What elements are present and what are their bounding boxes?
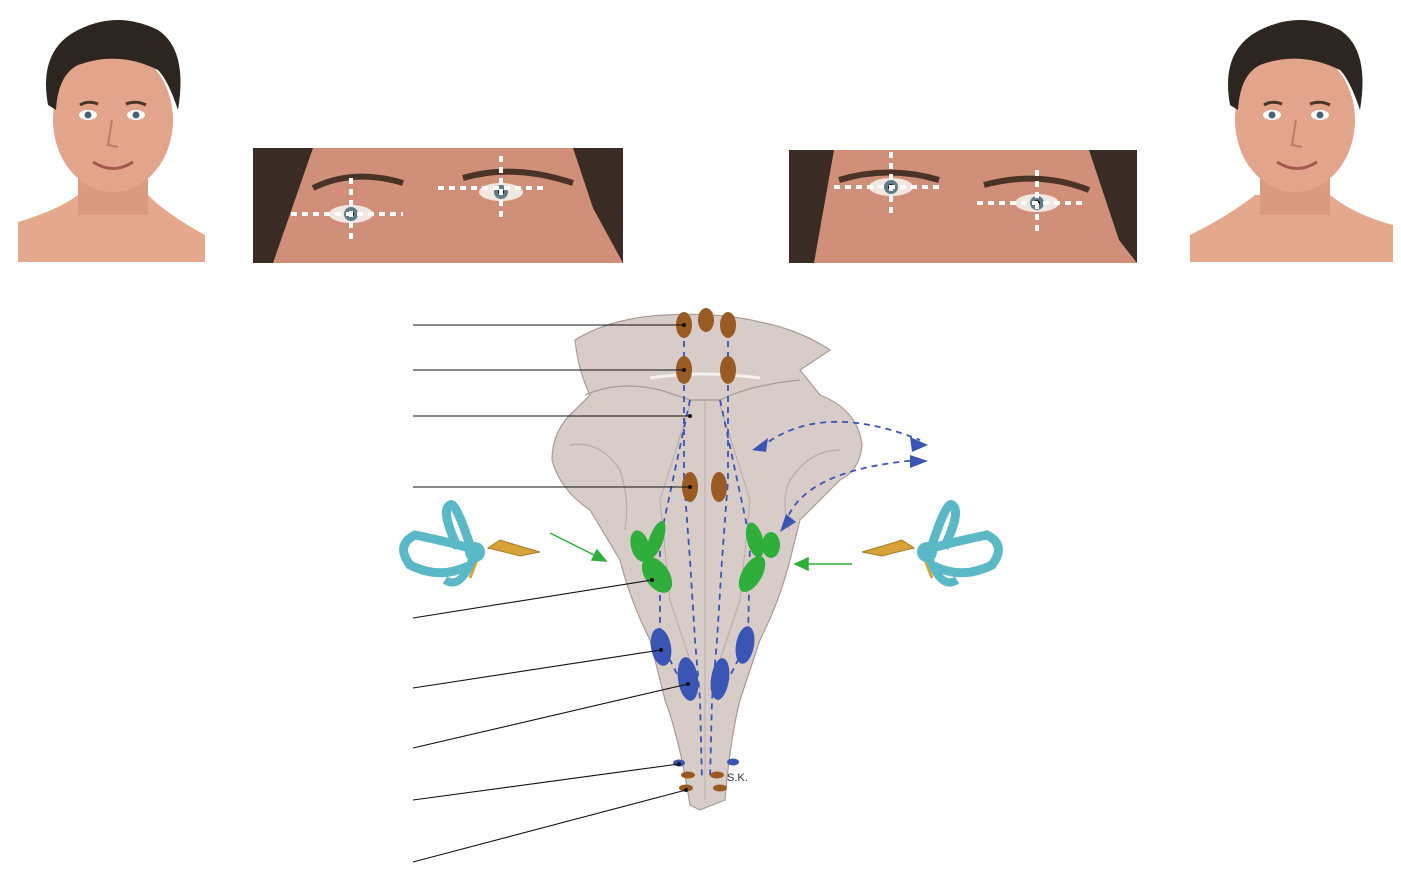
cervical-nucleus-right-lower bbox=[713, 784, 727, 792]
vestibular-nucleus-left-c bbox=[641, 557, 673, 593]
leader-dot bbox=[682, 323, 686, 327]
trochlear-nucleus-right bbox=[720, 356, 736, 384]
leader-dot bbox=[677, 762, 681, 766]
leader-dot bbox=[686, 682, 690, 686]
mlf-pathway-lines bbox=[659, 330, 921, 781]
arrowhead-icon bbox=[910, 437, 928, 452]
cervical-nucleus-left-lower bbox=[679, 784, 693, 792]
leader-line-6 bbox=[412, 649, 662, 689]
eyes-photo-right bbox=[789, 150, 1137, 263]
arrowhead-icon bbox=[910, 455, 928, 468]
face-photo-right bbox=[1190, 10, 1393, 262]
leader-dot bbox=[688, 485, 692, 489]
vestibular-nucleus-left-a bbox=[630, 530, 650, 562]
leader-line-9 bbox=[412, 789, 687, 863]
artist-initials: S.K. bbox=[727, 772, 748, 784]
abducens-nucleus-right bbox=[711, 472, 727, 502]
arrowhead-icon bbox=[752, 438, 768, 452]
oculomotor-nucleus-right bbox=[720, 312, 736, 338]
leader-line-7 bbox=[412, 683, 689, 749]
cervical-nucleus-left-upper bbox=[681, 771, 695, 779]
inner-ear-right bbox=[861, 500, 1003, 587]
vestibular-nucleus-left-b bbox=[646, 521, 666, 559]
abducens-nucleus-left bbox=[682, 472, 698, 502]
leader-dot bbox=[659, 648, 663, 652]
trochlear-nucleus-left bbox=[676, 356, 692, 384]
leader-dot bbox=[682, 368, 686, 372]
leader-dot bbox=[688, 414, 692, 418]
inner-ear-left bbox=[399, 500, 541, 587]
oculomotor-nucleus-median bbox=[698, 308, 714, 332]
cervical-blue-nucleus-right bbox=[727, 758, 739, 766]
brainstem-icon bbox=[551, 313, 863, 811]
pathway-arrowheads bbox=[752, 437, 928, 532]
eyes-crosshair-icon bbox=[789, 150, 1137, 263]
medulla-nucleus-left-outer bbox=[650, 628, 672, 666]
inner-ear-icon bbox=[399, 500, 1003, 587]
leader-dot bbox=[650, 578, 654, 582]
leader-dot bbox=[684, 788, 688, 792]
medulla-nucleus-right-inner bbox=[710, 658, 730, 700]
medulla-nucleus-right-outer bbox=[735, 626, 755, 664]
face-photo-icon bbox=[18, 10, 205, 262]
vestibular-input-arrow-left bbox=[549, 532, 597, 557]
leader-line-5 bbox=[412, 579, 653, 619]
vestibular-nucleus-right-a bbox=[745, 522, 765, 558]
cervical-nucleus-right-upper bbox=[710, 771, 724, 779]
oculomotor-nucleus-left bbox=[676, 312, 692, 338]
face-photo-left bbox=[18, 10, 205, 262]
leader-line-8 bbox=[412, 763, 680, 801]
cervical-blue-nucleus-left bbox=[673, 759, 685, 767]
eyes-photo-left bbox=[253, 148, 623, 263]
vestibular-nucleus-right-b bbox=[762, 532, 780, 558]
arrowhead-icon bbox=[590, 548, 608, 562]
vestibular-nucleus-right-c bbox=[738, 555, 766, 593]
face-photo-icon bbox=[1190, 10, 1393, 262]
arrowhead-icon bbox=[793, 556, 809, 572]
arrowhead-icon bbox=[780, 514, 796, 532]
medulla-nucleus-left-inner bbox=[677, 657, 699, 701]
eyes-crosshair-icon bbox=[253, 148, 623, 263]
